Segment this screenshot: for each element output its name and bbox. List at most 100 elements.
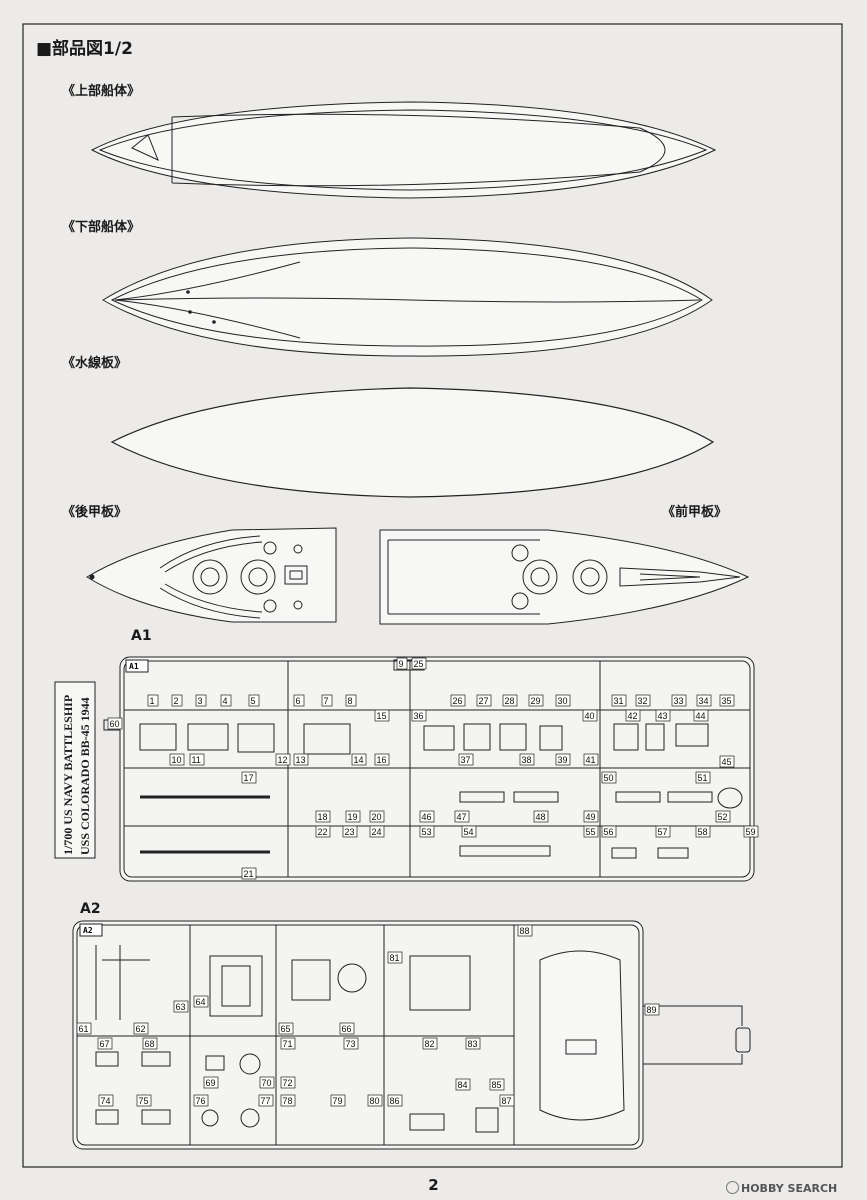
runner-a2-number-box [278, 1022, 294, 1035]
runner-a2-number-box [136, 1094, 152, 1107]
runner-a1-part-number: 56 [604, 827, 614, 837]
runner-a2-part-number: 68 [145, 1039, 155, 1049]
runner-a1-number-box [419, 810, 435, 823]
runner-a1-name-plate [54, 681, 96, 859]
runner-a1-number-box [715, 810, 731, 823]
runner-a2-part-number: 82 [425, 1039, 435, 1049]
lower-hull-drawing [102, 237, 713, 357]
runner-a1-number-box [743, 825, 759, 838]
runner-a1-number-box [169, 753, 185, 766]
runner-a2-part-number: 87 [502, 1096, 512, 1106]
runner-a1-number-box [693, 709, 709, 722]
runner-a2-part-number: 70 [262, 1078, 272, 1088]
upper-hull-label: 《上部船体》 [62, 84, 141, 99]
runner-a1-number-box [671, 694, 687, 707]
runner-a2-part-number: 61 [79, 1024, 89, 1034]
runner-a2-number-box [489, 1078, 505, 1091]
lower-hull-label: 《下部船体》 [62, 220, 141, 235]
runner-a2-part-number: 72 [283, 1078, 293, 1088]
runner-a1-part-number: 45 [722, 757, 732, 767]
runner-a2-part-number: 80 [370, 1096, 380, 1106]
runner-a1-side-text-1: 1/700 US NAVY BATTLESHIP [61, 695, 75, 855]
upper-hull-drawing [90, 101, 717, 199]
runner-a1-part-number: 21 [244, 869, 254, 879]
runner-a1-part-number: 44 [696, 711, 706, 721]
runner-a1-number-box [454, 810, 470, 823]
runner-a2-part-number: 63 [176, 1002, 186, 1012]
runner-a1-part-number: 57 [658, 827, 668, 837]
runner-a1-number-box [321, 694, 333, 707]
runner-a1-part-number: 58 [698, 827, 708, 837]
runner-a1-number-box [625, 709, 641, 722]
runner-a2-number-box [280, 1076, 296, 1089]
runner-a1-part-number: 55 [586, 827, 596, 837]
runner-a1-box-label: A1 [129, 662, 139, 671]
runner-a1-number-box [719, 694, 735, 707]
runner-a2-part-number: 71 [283, 1039, 293, 1049]
runner-a2-part-number: 76 [196, 1096, 206, 1106]
runner-a1-part-number: 2 [174, 696, 179, 706]
runner-a2-part-number: 75 [139, 1096, 149, 1106]
runner-a1-part-number: 37 [461, 755, 471, 765]
runner-a1-part-number: 5 [251, 696, 256, 706]
runner-a1-number-box [374, 753, 390, 766]
runner-a1-number-box [601, 825, 617, 838]
runner-a1-part-number: 47 [457, 812, 467, 822]
runner-a2-number-box [193, 995, 209, 1008]
runner-a1-part-number: 49 [586, 812, 596, 822]
hobby-search-logo-icon [726, 1181, 739, 1194]
runner-a2-part-number: 67 [100, 1039, 110, 1049]
rear-deck-label: 《後甲板》 [62, 505, 128, 520]
runner-a2-number-box [259, 1076, 275, 1089]
runner-a1-part-number: 35 [722, 696, 732, 706]
runner-a1-number-box [107, 717, 123, 730]
runner-a2-number-box [465, 1037, 481, 1050]
runner-a1-part-number: 15 [377, 711, 387, 721]
runner-a1-part-number: 1 [150, 696, 155, 706]
runner-a1-number-box [695, 825, 711, 838]
runner-a1-part-number: 34 [699, 696, 709, 706]
runner-a2-number-box [644, 1003, 660, 1016]
runner-a2-number-box [98, 1094, 114, 1107]
runner-a1-part-number: 24 [372, 827, 382, 837]
runner-a1-number-box [458, 753, 474, 766]
runner-a1-number-box [293, 753, 309, 766]
runner-a2-part-number: 86 [390, 1096, 400, 1106]
runner-a1-part-number: 27 [479, 696, 489, 706]
runner-a1-part-number: 26 [453, 696, 463, 706]
runner-a2-part-number: 77 [261, 1096, 271, 1106]
rear-deck-drawing [86, 527, 337, 623]
runner-a1-number-box [601, 771, 617, 784]
runner-a1-part-number: 4 [223, 696, 228, 706]
runner-a1-number-box [533, 810, 549, 823]
runner-a1-number-box [293, 694, 305, 707]
runner-a1-part-number: 3 [198, 696, 203, 706]
runner-a1-label: A1 [131, 628, 152, 644]
runner-a1-part-number: 8 [348, 696, 353, 706]
runner-a1-part-number: 50 [604, 773, 614, 783]
runner-a1-number-box [195, 694, 207, 707]
runner-a1-part-number: 12 [278, 755, 288, 765]
runner-a1-number-box [555, 694, 571, 707]
runner-a1-number-box [248, 694, 260, 707]
runner-a2-number-box [387, 1094, 403, 1107]
runner-a1-part-number: 31 [614, 696, 624, 706]
runner-a1-number-box [275, 753, 291, 766]
runner-a2-part-number: 79 [333, 1096, 343, 1106]
runner-a1-part-number: 28 [505, 696, 515, 706]
runner-a2-part-number: 64 [196, 997, 206, 1007]
runner-a1-part-number: 6 [296, 696, 301, 706]
runner-a2-part-number: 62 [136, 1024, 146, 1034]
runner-a1-number-box [461, 825, 477, 838]
runner-a1-part-number: 43 [658, 711, 668, 721]
runner-a2-part-number: 66 [342, 1024, 352, 1034]
runner-a1-number-box [719, 755, 735, 768]
runner-a1-part-number: 25 [414, 659, 424, 669]
runner-a1-number-box [315, 825, 331, 838]
runner-a1-part-number: 36 [414, 711, 424, 721]
runner-a1-number-box [419, 825, 435, 838]
runner-a1-number-box [528, 694, 544, 707]
runner-a1-part-number: 20 [372, 812, 382, 822]
